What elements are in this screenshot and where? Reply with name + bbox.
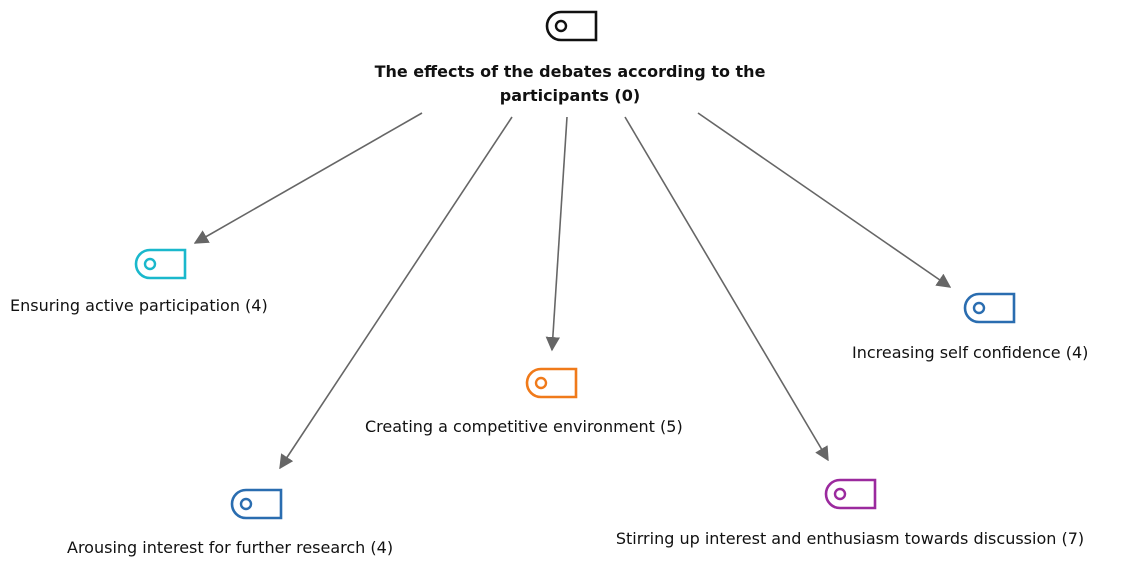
edge-arrow-ensuring: [193, 112, 423, 244]
edge-arrow-stirring: [624, 116, 829, 462]
edge-arrow-arousing: [279, 116, 513, 470]
code-tag-icon: [230, 488, 284, 524]
code-tag-icon: [525, 367, 579, 403]
edge-arrow-increasing: [697, 112, 952, 288]
code-label: Creating a competitive environment (5): [365, 417, 683, 436]
root-label: The effects of the debates according to …: [374, 62, 766, 105]
code-tag-icon: [824, 478, 878, 514]
code-label: Ensuring active participation (4): [10, 296, 268, 315]
code-tag-icon: [545, 10, 599, 46]
code-label: Arousing interest for further research (…: [67, 538, 394, 557]
code-label: Increasing self confidence (4): [852, 343, 1089, 362]
code-tag-icon: [963, 292, 1017, 328]
edge-arrow-creating: [545, 116, 568, 352]
code-label: Stirring up interest and enthusiasm towa…: [615, 529, 1085, 548]
code-tag-icon: [134, 248, 188, 284]
edges-layer: [193, 112, 952, 470]
